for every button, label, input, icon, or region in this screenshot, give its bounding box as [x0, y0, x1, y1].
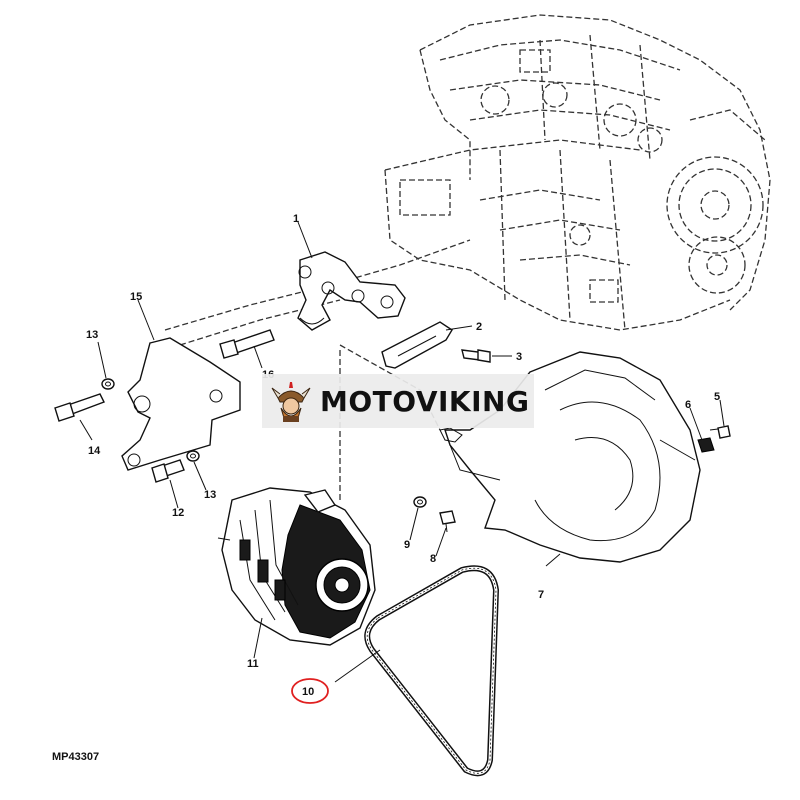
highlight-circle-part-10	[291, 678, 329, 704]
brand-watermark: MOTOVIKING	[262, 374, 534, 428]
long-bolt-part-16	[219, 329, 275, 359]
callout-11: 11	[247, 658, 259, 670]
callout-12: 12	[172, 507, 184, 519]
callout-14: 14	[88, 445, 101, 457]
washer-part-9	[413, 496, 427, 508]
drive-belt-part-10	[364, 565, 499, 777]
cap-screw-part-3	[461, 349, 491, 363]
brand-name: MOTOVIKING	[320, 384, 530, 418]
washer-part-13-lower	[186, 450, 200, 462]
washer-part-13-upper	[101, 378, 115, 390]
cap-screw-part-5	[709, 425, 731, 439]
leader-lines	[79, 221, 725, 683]
alternator-part-11	[217, 487, 376, 646]
support-bracket-part-15	[121, 337, 241, 471]
adjusting-strap-part-2	[381, 321, 453, 369]
callout-15: 15	[130, 291, 142, 303]
viking-mascot-icon	[271, 382, 311, 422]
cap-screw-part-8	[439, 510, 456, 533]
callout-5: 5	[714, 391, 720, 403]
bolt-part-12	[151, 459, 185, 483]
callout-1: 1	[293, 213, 299, 225]
callout-10: 10	[302, 686, 314, 698]
callout-9: 9	[404, 539, 410, 551]
bolt-part-14	[54, 393, 105, 422]
diagram-reference-code: MP43307	[52, 751, 100, 763]
callout-labels: 1 2 3 5 6 7 8 9 10 11 12 13 13 14 15 16	[86, 213, 720, 704]
callout-13-upper: 13	[86, 329, 98, 341]
callout-6: 6	[685, 399, 691, 411]
mounting-bracket-part-1	[297, 251, 406, 331]
clip-nut-part-6	[697, 437, 715, 453]
callout-2: 2	[476, 321, 482, 333]
callout-3: 3	[516, 351, 522, 363]
callout-13-lower: 13	[204, 489, 216, 501]
callout-7: 7	[538, 589, 544, 601]
engine-block-outline	[384, 14, 771, 331]
callout-8: 8	[430, 553, 436, 565]
